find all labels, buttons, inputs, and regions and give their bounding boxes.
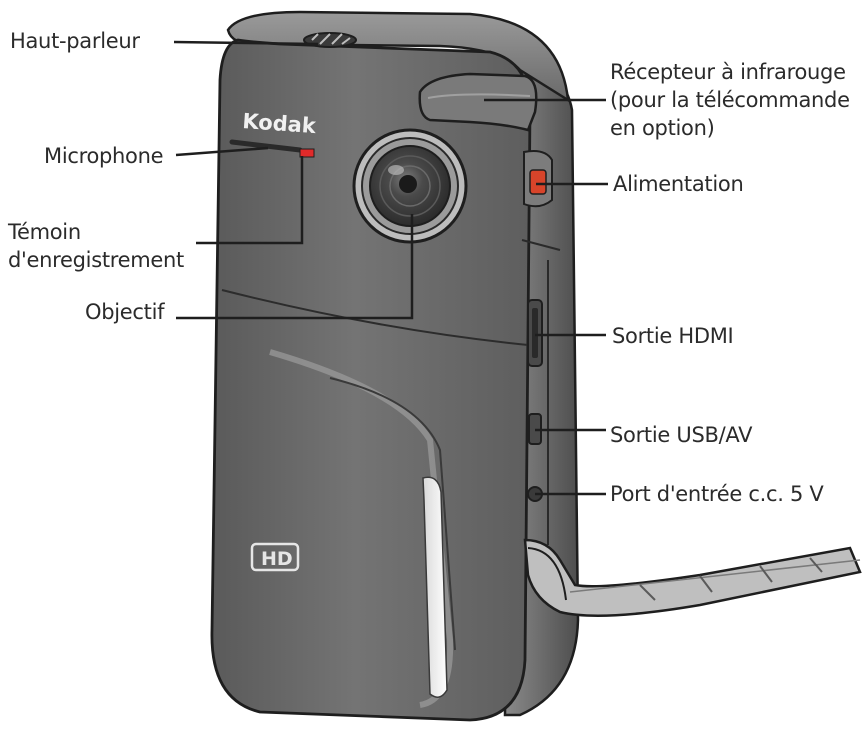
svg-text:HD: HD [261,548,293,570]
leader-lines [173,40,608,496]
label-ir-line2: (pour la télécommande [610,88,850,112]
label-ir-line3: en option) [610,116,715,140]
record-led [299,148,315,158]
wrist-strap [523,538,862,617]
label-usb-av: Sortie USB/AV [610,423,753,447]
camera-front-body [210,38,532,722]
label-dc-in: Port d'entrée c.c. 5 V [610,482,824,506]
label-hdmi: Sortie HDMI [612,324,734,348]
leader-lens [176,214,414,320]
side-ridge [521,239,561,251]
ir-receiver-window [418,72,538,132]
grip-light-strip [422,476,448,698]
lens-assembly [352,128,468,244]
label-speaker: Haut-parleur [10,29,140,53]
microphone-slot [229,139,303,153]
grip-edge [329,377,456,651]
label-ir-line1: Récepteur à infrarouge [610,60,846,84]
power-button [523,150,553,208]
label-ir-receiver: Récepteur à infrarouge (pour la télécomm… [610,58,850,142]
label-record-light: Témoin d'enregistrement [8,218,184,274]
label-record-light-line1: Témoin [8,220,81,244]
panel-seam [221,289,529,346]
label-record-light-line2: d'enregistrement [8,248,184,272]
brand-logo: Kodak [242,109,318,138]
label-power: Alimentation [613,172,744,196]
label-microphone: Microphone [44,144,164,168]
ir-receiver-highlight [427,93,531,99]
hd-badge: HD [250,542,300,572]
label-lens: Objectif [85,300,165,324]
leader-speaker [173,40,319,46]
leader-record-light [196,156,304,245]
hdmi-port-inner [532,308,538,358]
leader-microphone [175,146,269,157]
